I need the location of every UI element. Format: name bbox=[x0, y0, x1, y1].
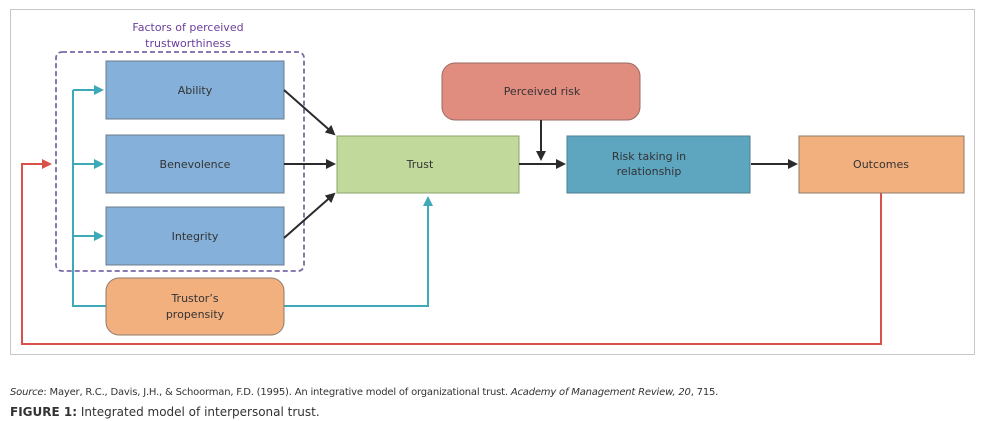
source-label: Source bbox=[10, 387, 44, 398]
diagram-frame bbox=[10, 9, 975, 355]
source-citation: Source: Mayer, R.C., Davis, J.H., & Scho… bbox=[10, 387, 718, 398]
node-outcomes[interactable]: Outcomes bbox=[798, 135, 965, 194]
node-risk-taking-label-line2: relationship bbox=[617, 165, 682, 178]
arrow-integrity-to-trust bbox=[283, 192, 336, 239]
arrow-ability-to-trust bbox=[283, 89, 336, 136]
source-pages: , 715. bbox=[690, 387, 719, 398]
figure-title: Integrated model of interpersonal trust. bbox=[77, 405, 320, 419]
node-benevolence-label: Benevolence bbox=[160, 158, 231, 171]
propensity-branch-line bbox=[72, 90, 106, 307]
node-propensity-label-line1: Trustor’s bbox=[170, 292, 218, 305]
node-perceived-risk[interactable]: Perceived risk bbox=[441, 62, 641, 121]
factors-group-box bbox=[55, 51, 305, 272]
figure-label: FIGURE 1: bbox=[10, 405, 78, 419]
node-risk-taking-label-line1: Risk taking in bbox=[612, 150, 686, 163]
source-text: : Mayer, R.C., Davis, J.H., & Schoorman,… bbox=[43, 387, 511, 398]
source-journal: Academy of Management Review, 20 bbox=[510, 387, 691, 398]
propensity-arrow-trust bbox=[284, 196, 433, 307]
factors-group-label-line1: Factors of perceived bbox=[132, 21, 243, 34]
factors-group-label-line2: trustworthiness bbox=[145, 37, 231, 50]
figure-caption: FIGURE 1: Integrated model of interperso… bbox=[10, 405, 320, 419]
node-integrity-label: Integrity bbox=[172, 230, 219, 243]
node-benevolence[interactable]: Benevolence bbox=[105, 134, 285, 194]
node-ability[interactable]: Ability bbox=[105, 60, 285, 120]
node-integrity[interactable]: Integrity bbox=[105, 206, 285, 266]
feedback-arrow-outcomes-to-factors bbox=[21, 159, 882, 345]
node-propensity-label-line2: propensity bbox=[166, 308, 225, 321]
node-trust[interactable]: Trust bbox=[336, 135, 520, 194]
node-trustors-propensity[interactable]: Trustor’s propensity bbox=[105, 277, 285, 336]
node-trust-label: Trust bbox=[406, 158, 434, 171]
node-perceived-risk-label: Perceived risk bbox=[504, 85, 581, 98]
node-ability-label: Ability bbox=[178, 84, 213, 97]
node-risk-taking[interactable]: Risk taking in relationship bbox=[566, 135, 751, 194]
node-outcomes-label: Outcomes bbox=[853, 158, 909, 171]
